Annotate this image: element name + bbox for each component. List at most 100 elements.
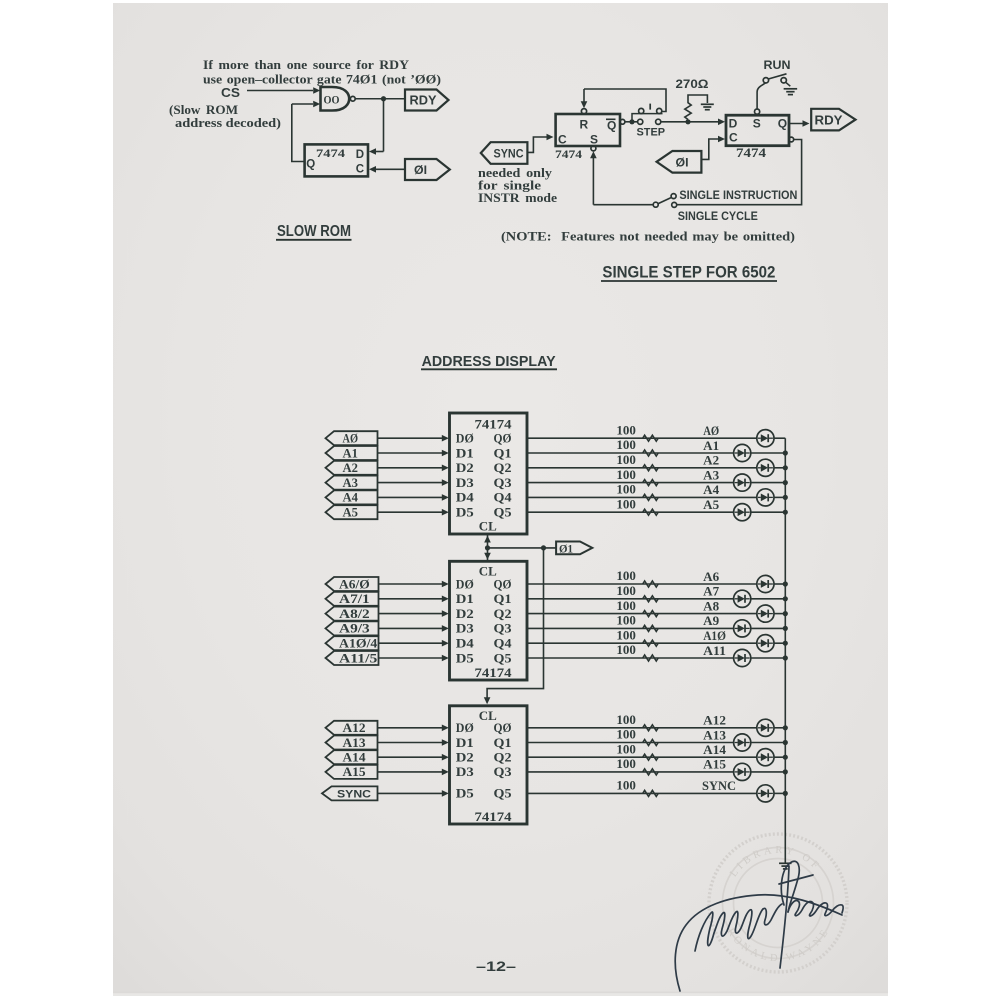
svg-text:for single: for single: [478, 179, 542, 193]
svg-text:Q5: Q5: [494, 787, 512, 801]
svg-text:A2: A2: [343, 461, 359, 475]
svg-text:D5: D5: [456, 506, 474, 520]
svg-text:R: R: [580, 118, 589, 132]
svg-text:D5: D5: [456, 651, 474, 665]
svg-text:Q3: Q3: [494, 765, 512, 779]
svg-text:100: 100: [616, 468, 636, 482]
svg-text:ØI: ØI: [676, 156, 689, 170]
svg-text:A5: A5: [343, 506, 359, 520]
svg-text:(Slow ROM: (Slow ROM: [169, 103, 238, 117]
svg-text:–12–: –12–: [476, 959, 517, 974]
svg-text:CL: CL: [479, 564, 497, 578]
svg-text:A3: A3: [703, 468, 719, 482]
svg-text:A6/Ø: A6/Ø: [339, 577, 370, 591]
svg-text:A14: A14: [343, 751, 367, 765]
svg-text:74174: 74174: [475, 810, 513, 824]
svg-text:DØ: DØ: [456, 432, 474, 446]
svg-text:Q: Q: [778, 117, 787, 131]
svg-text:SINGLE STEP FOR 6502: SINGLE STEP FOR 6502: [602, 263, 775, 282]
svg-text:SYNC: SYNC: [337, 789, 371, 801]
svg-text:D1: D1: [456, 592, 474, 606]
svg-text:OO: OO: [324, 95, 340, 107]
svg-text:QØ: QØ: [494, 721, 512, 735]
svg-text:A1: A1: [343, 446, 359, 460]
svg-text:100: 100: [616, 779, 636, 793]
svg-text:100: 100: [616, 483, 636, 497]
svg-text:A12: A12: [703, 714, 726, 728]
svg-text:AØ: AØ: [343, 432, 359, 446]
svg-text:QØ: QØ: [494, 432, 512, 446]
svg-text:100: 100: [616, 757, 636, 771]
svg-text:A15: A15: [343, 765, 366, 779]
svg-text:100: 100: [616, 438, 636, 452]
svg-text:INSTR mode: INSTR mode: [478, 191, 557, 205]
svg-text:Q: Q: [306, 159, 315, 171]
svg-text:C: C: [356, 164, 364, 176]
svg-text:C: C: [729, 131, 738, 145]
svg-text:RDY: RDY: [410, 94, 438, 108]
svg-text:QØ: QØ: [494, 577, 512, 591]
svg-text:Q1: Q1: [494, 592, 512, 606]
svg-text:Q2: Q2: [494, 461, 512, 475]
svg-text:100: 100: [616, 742, 636, 756]
svg-text:D4: D4: [456, 491, 475, 505]
svg-text:SLOW ROM: SLOW ROM: [277, 223, 351, 240]
svg-text:Q4: Q4: [494, 637, 513, 651]
svg-text:SYNC: SYNC: [702, 779, 736, 793]
svg-text:CL: CL: [479, 709, 497, 723]
svg-text:A4: A4: [703, 483, 720, 497]
svg-text:D1: D1: [456, 736, 474, 750]
svg-text:A13: A13: [343, 736, 366, 750]
svg-text:100: 100: [616, 628, 636, 642]
svg-text:A13: A13: [703, 728, 726, 742]
svg-text:ADDRESS DISPLAY: ADDRESS DISPLAY: [422, 353, 556, 370]
svg-text:use open–collector gate 74Ø1 (: use open–collector gate 74Ø1 (not ’ØØ): [203, 73, 441, 87]
svg-text:D3: D3: [456, 765, 474, 779]
svg-text:If more than one source for RD: If more than one source for RDY: [203, 58, 409, 72]
svg-text:A4: A4: [343, 491, 359, 505]
svg-text:A14: A14: [703, 743, 727, 757]
svg-text:needed only: needed only: [478, 166, 553, 180]
svg-text:Ø1: Ø1: [559, 543, 573, 555]
svg-text:100: 100: [616, 599, 636, 613]
svg-text:A1Ø/4: A1Ø/4: [339, 637, 378, 651]
svg-text:(NOTE: Features not needed ma: (NOTE: Features not needed may be omitte…: [501, 230, 795, 244]
svg-text:SINGLE CYCLE: SINGLE CYCLE: [678, 209, 758, 223]
svg-text:D2: D2: [456, 751, 474, 765]
svg-text:D3: D3: [456, 622, 474, 636]
svg-text:A8/2: A8/2: [339, 607, 370, 621]
svg-text:A9/3: A9/3: [339, 622, 370, 636]
svg-text:CS: CS: [221, 86, 240, 100]
svg-text:A12: A12: [343, 721, 366, 735]
svg-text:Q1: Q1: [494, 446, 512, 460]
svg-text:Q1: Q1: [494, 736, 512, 750]
svg-text:Q3: Q3: [494, 476, 512, 490]
svg-text:74174: 74174: [475, 666, 513, 680]
svg-text:100: 100: [616, 713, 636, 727]
svg-text:A3: A3: [343, 476, 359, 490]
svg-text:74174: 74174: [475, 417, 513, 431]
svg-text:A11: A11: [703, 644, 726, 658]
svg-text:A7/1: A7/1: [339, 592, 370, 606]
svg-text:Q5: Q5: [494, 651, 512, 665]
svg-text:D3: D3: [456, 476, 474, 490]
svg-text:100: 100: [616, 614, 636, 628]
svg-text:ØI: ØI: [414, 163, 427, 177]
svg-text:D4: D4: [456, 637, 475, 651]
svg-text:CL: CL: [479, 520, 497, 534]
svg-text:RUN: RUN: [764, 58, 791, 72]
svg-text:RDY: RDY: [815, 114, 844, 128]
svg-text:100: 100: [616, 643, 636, 657]
svg-text:A8: A8: [703, 599, 719, 613]
svg-text:D1: D1: [456, 446, 474, 460]
svg-text:7474: 7474: [736, 146, 767, 160]
svg-text:270Ω: 270Ω: [676, 79, 709, 91]
svg-text:SINGLE INSTRUCTION: SINGLE INSTRUCTION: [679, 188, 797, 202]
svg-text:A1Ø: A1Ø: [703, 629, 726, 643]
svg-text:A2: A2: [703, 454, 719, 468]
svg-text:100: 100: [616, 569, 636, 583]
svg-text:Q2: Q2: [494, 607, 512, 621]
svg-text:A6: A6: [703, 570, 719, 584]
svg-text:Q: Q: [607, 119, 616, 133]
svg-text:A11/5: A11/5: [339, 651, 377, 665]
